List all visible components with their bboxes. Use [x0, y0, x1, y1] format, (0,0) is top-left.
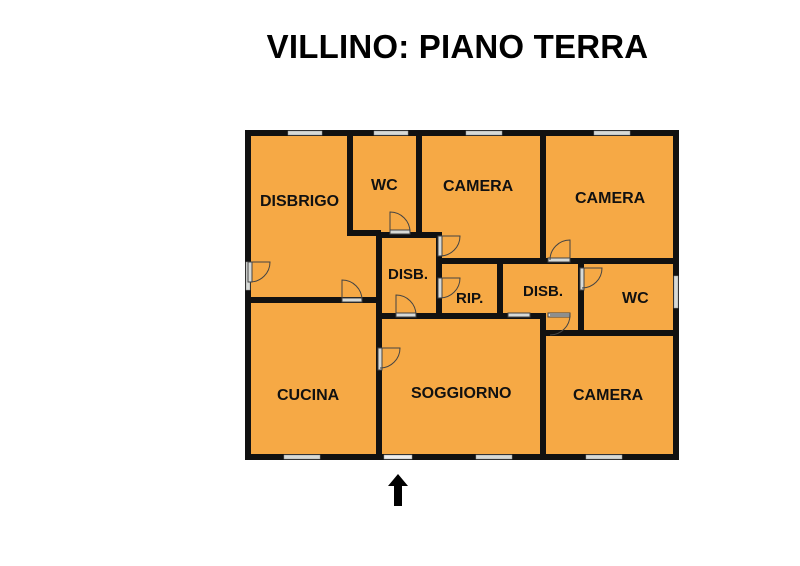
window [287, 130, 323, 136]
room-label-camera-bottom-right: CAMERA [573, 387, 644, 404]
window [465, 130, 503, 136]
door-swing [437, 277, 461, 299]
door-swing [507, 312, 531, 318]
door-swing [377, 347, 401, 371]
floor-area [248, 132, 678, 460]
room-label-disb-left: DISB. [388, 266, 428, 283]
room-label-wc-right: WC [622, 290, 649, 307]
entrance-door [383, 454, 413, 460]
room-label-soggiorno: SOGGIORNO [411, 385, 511, 402]
door-swing [547, 312, 571, 336]
arrow-up-icon [388, 474, 408, 506]
window [283, 454, 321, 460]
window [475, 454, 513, 460]
window [593, 130, 631, 136]
room-label-wc-top: WC [371, 177, 398, 194]
room-label-disbrigo: DISBRIGO [260, 193, 339, 210]
door-swing [579, 267, 603, 291]
room-label-camera-top-center: CAMERA [443, 178, 514, 195]
window [373, 130, 409, 136]
door-swing [389, 211, 411, 235]
room-label-rip: RIP. [456, 290, 483, 307]
room-label-camera-top-right: CAMERA [575, 190, 646, 207]
door-swing [437, 235, 461, 257]
window [673, 275, 679, 309]
room-label-disb-right: DISB. [523, 283, 563, 300]
doors [247, 211, 603, 371]
plan-title: VILLINO: PIANO TERRA [266, 28, 649, 65]
door-swing [247, 261, 271, 283]
door-swing [395, 294, 417, 318]
window [585, 454, 623, 460]
windows [245, 130, 679, 460]
room-label-cucina: CUCINA [277, 387, 340, 404]
door-swing [341, 279, 363, 303]
door-swing [547, 239, 571, 263]
